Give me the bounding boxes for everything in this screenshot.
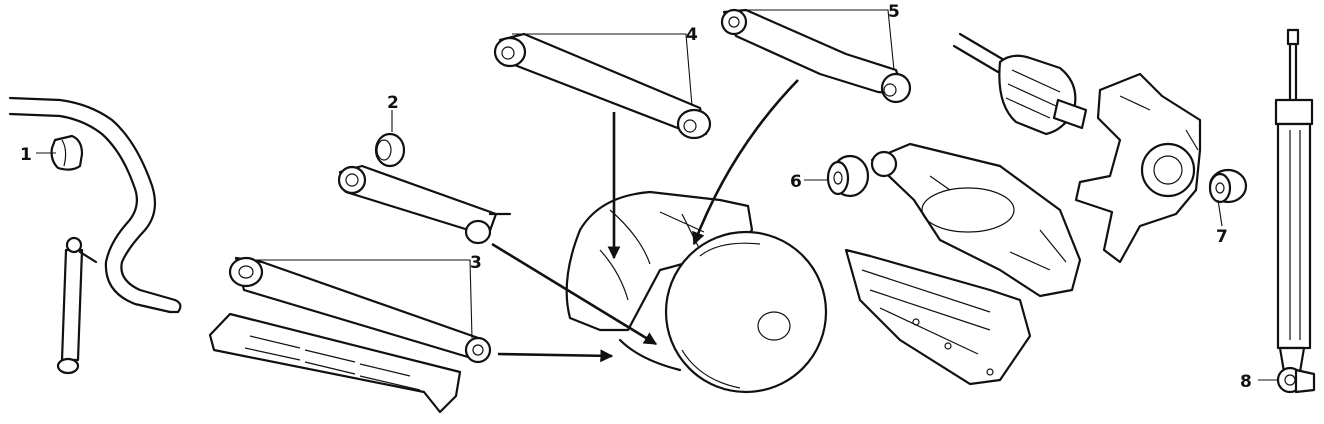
shock-absorber [1274,28,1316,394]
callout-8: 8 [1240,372,1252,392]
stabilizer-link [56,236,98,375]
control-arm-2 [337,164,512,245]
callout-2: 2 [387,93,399,113]
lower-control-arm [208,312,462,414]
callout-5: 5 [888,2,900,22]
stabilizer-bar [8,96,182,314]
callout-1: 1 [20,145,32,165]
spring-link [844,248,1032,386]
callout-7: 7 [1216,227,1228,247]
wishbone-control-arm [870,142,1082,298]
control-arm-5 [720,8,912,104]
stabilizer-bushing [50,134,84,171]
callout-6: 6 [790,172,802,192]
drive-shaft [952,32,1088,136]
bushing-6 [826,154,870,198]
callout-3: 3 [470,253,482,273]
bushing-7 [1208,168,1248,204]
leader-lines [36,9,1278,381]
callout-labels: 1 2 3 4 5 6 7 8 [20,2,1252,392]
control-arm-4 [493,32,712,140]
callout-4: 4 [686,25,698,45]
wheel-carrier-assembly [565,190,828,394]
control-arm-3 [228,256,492,364]
bushing-2 [374,132,406,168]
hub-carrier [1074,72,1202,264]
assembly-arrows [491,79,799,363]
